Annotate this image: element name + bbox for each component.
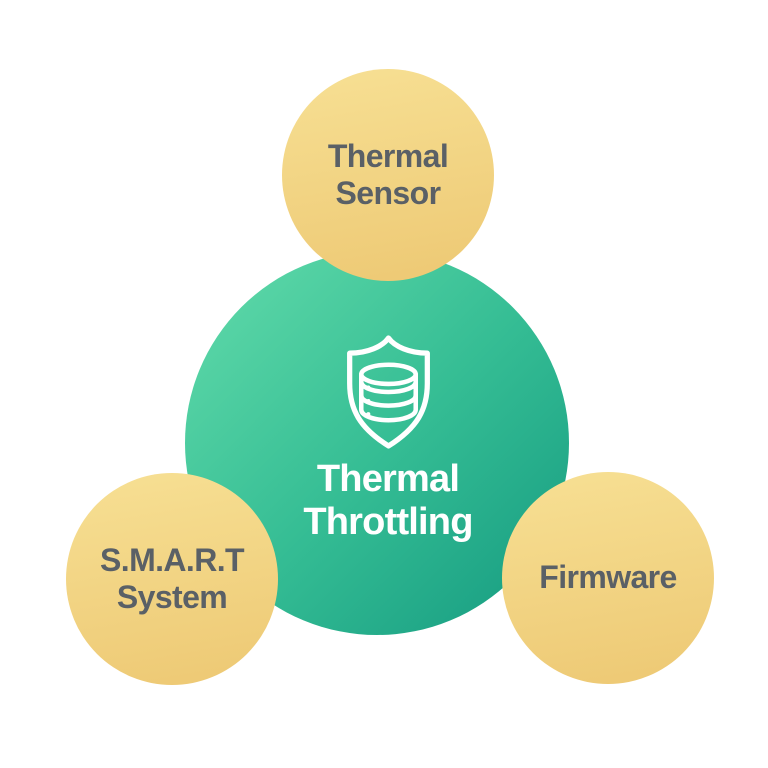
node-smart-system-label: S.M.A.R.T System: [100, 541, 245, 616]
label-line-1: Thermal: [327, 137, 449, 174]
node-smart-system: S.M.A.R.T System: [66, 473, 278, 685]
shield-database-icon: [347, 335, 430, 449]
center-label-line-1: Thermal: [316, 458, 460, 500]
center-label-line-2: Throttling: [303, 500, 473, 543]
shield-outline: [347, 335, 430, 449]
label-line-2: Sensor: [335, 175, 441, 211]
node-firmware-label: Firmware: [539, 559, 677, 596]
node-thermal-sensor: Thermal Sensor: [282, 69, 494, 281]
node-firmware: Firmware: [502, 472, 714, 684]
node-thermal-sensor-label: Thermal Sensor: [327, 137, 449, 212]
database-glyph: [359, 362, 418, 423]
label-line-1: Firmware: [539, 559, 677, 596]
label-line-2: System: [116, 579, 228, 615]
center-node-label: Thermal Throttling: [196, 458, 580, 543]
label-line-1: S.M.A.R.T: [100, 541, 245, 578]
